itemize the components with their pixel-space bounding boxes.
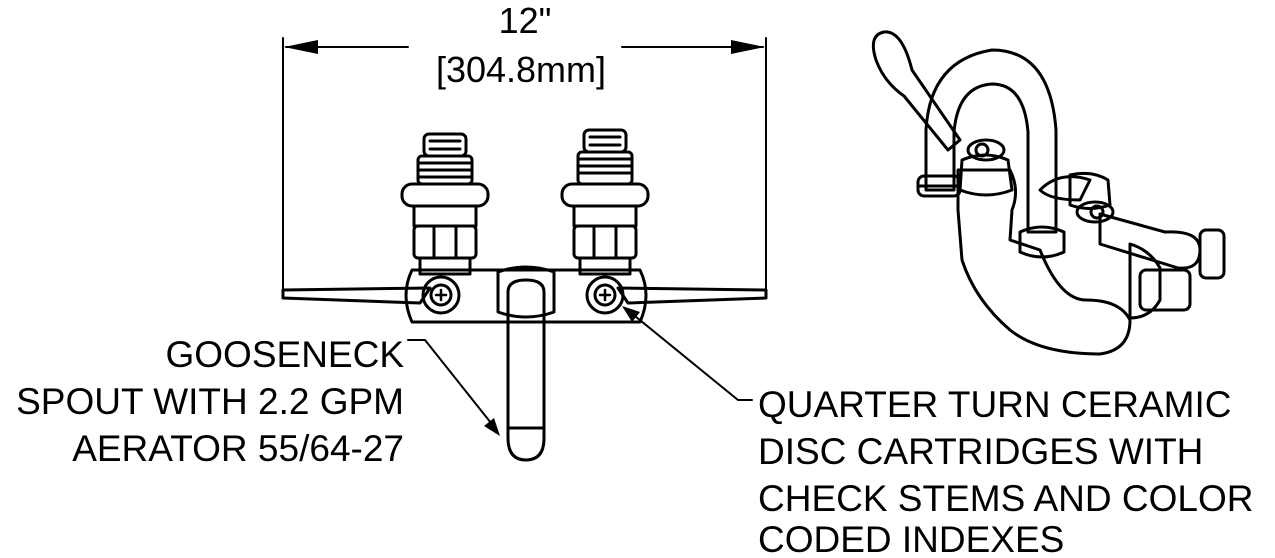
dimension-arrow-left [284,40,318,54]
cartridge-callout-line: DISC CARTRIDGES WITH [758,431,1203,472]
gooseneck-spout [506,278,546,462]
cartridge-leader-line [629,311,753,401]
cartridge-callout-line: CODED INDEXES [758,519,1064,558]
index-button-left [421,275,461,315]
dimension-metric: [304.8mm] [436,49,606,90]
lever-handle-right [616,286,768,305]
cartridge-callout-line: QUARTER TURN CERAMIC [758,384,1232,425]
cartridge-callout: QUARTER TURN CERAMIC DISC CARTRIDGES WIT… [758,384,1253,558]
cartridge-leader-arrow [622,306,640,322]
spout-callout-line: GOOSENECK [166,334,405,375]
isometric-view [871,30,1226,356]
cartridge-callout-line: CHECK STEMS AND COLOR [758,478,1253,519]
spout-callout-line: SPOUT WITH 2.2 GPM [16,381,404,422]
index-cross-left [434,288,448,302]
lever-handle-left [281,286,432,305]
index-button-right [585,275,625,315]
dimension-imperial: 12" [499,0,552,41]
valve-stem-right [560,128,650,276]
spout-collar [496,265,556,319]
index-cross-right [598,288,612,302]
spout-callout-line: AERATOR 55/64-27 [72,428,404,469]
spout-callout: GOOSENECK SPOUT WITH 2.2 GPM AERATOR 55/… [16,334,404,469]
dimension-arrow-right [731,40,765,54]
spout-leader-arrow [484,418,500,436]
valve-stem-left [400,132,490,276]
spout-leader-line [407,339,496,429]
